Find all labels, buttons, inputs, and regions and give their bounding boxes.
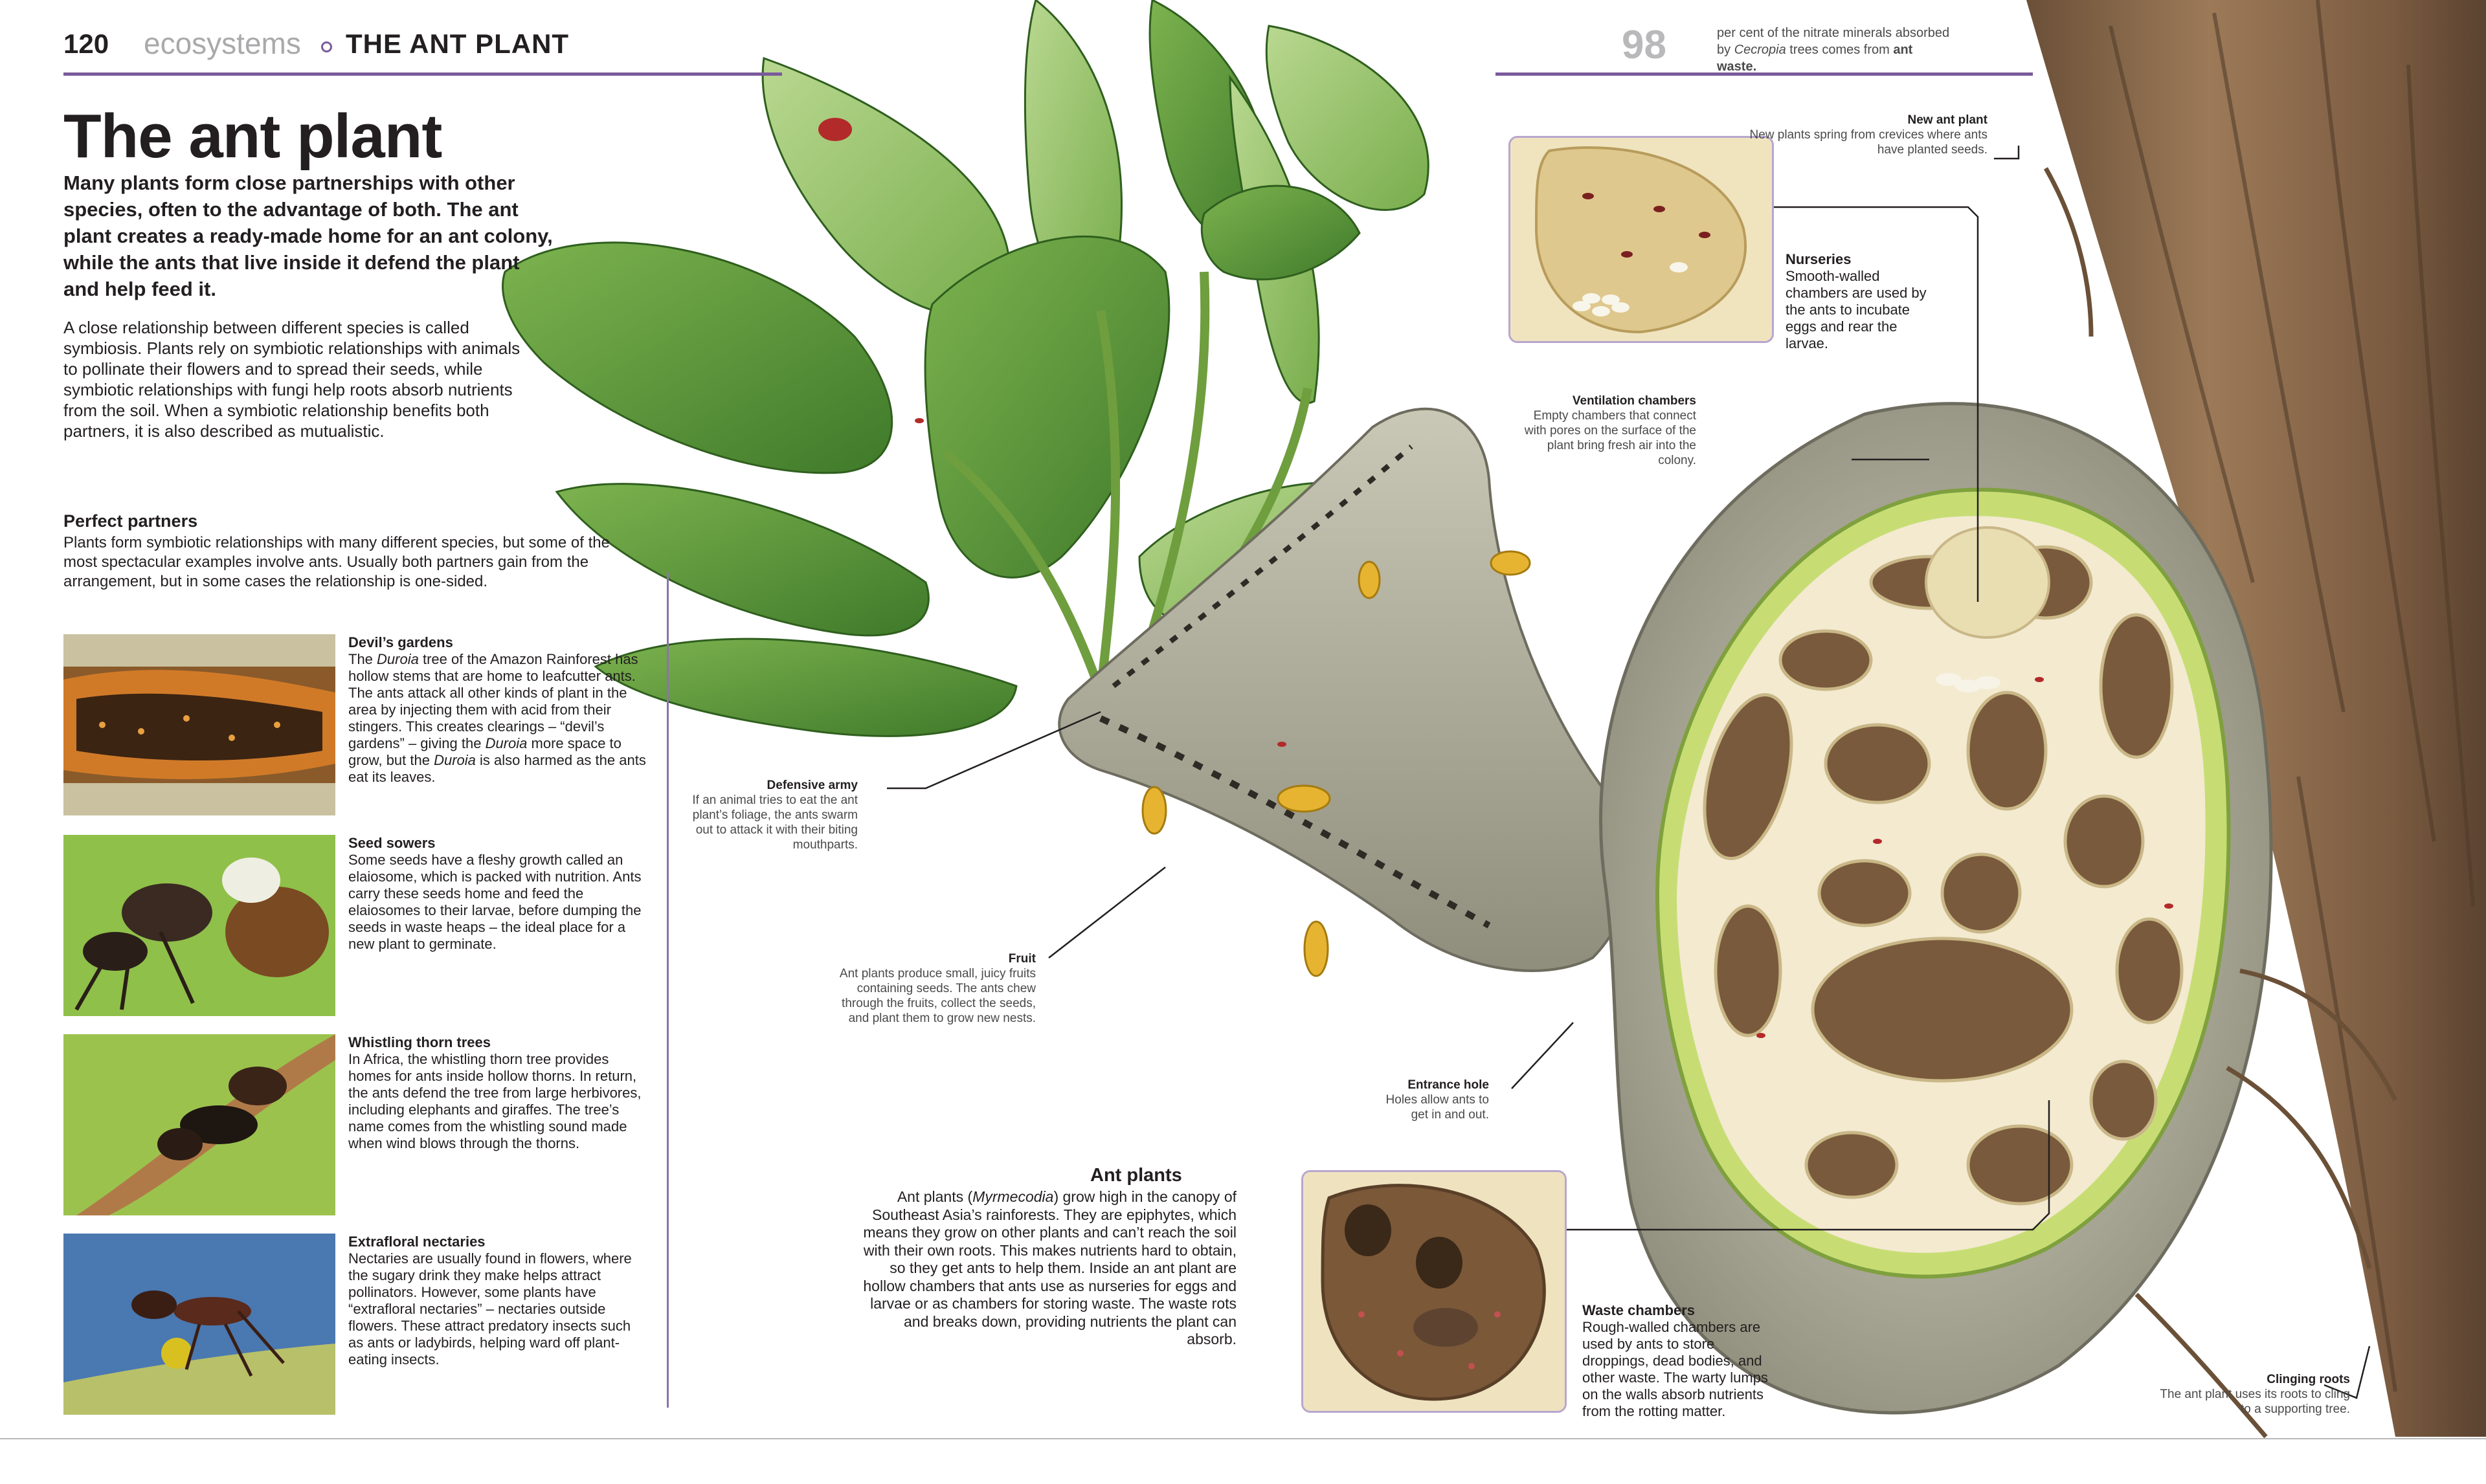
card-seed-sowers: Seed sowers Some seeds have a fleshy gro… [63, 835, 646, 1016]
card-whistling-thorn-trees: Whistling thorn trees In Africa, the whi… [63, 1034, 646, 1215]
callout-new-ant-plant: New ant plant New plants spring from cre… [1749, 113, 1988, 157]
callout-ventilation-chambers: Ventilation chambers Empty chambers that… [1524, 394, 1696, 467]
card-title: Extrafloral nectaries [348, 1234, 486, 1250]
card-text: Some seeds have a fleshy growth called a… [348, 852, 642, 952]
section-name: ecosystems [144, 27, 301, 60]
column-divider [667, 573, 669, 1408]
callout-nurseries: Nurseries Smooth-walled chambers are use… [1786, 251, 1927, 351]
devils-gardens-photo [63, 634, 335, 815]
page-title: The ant plant [63, 102, 442, 171]
whistling-thorn-photo [63, 1034, 335, 1215]
page-number: 120 [63, 28, 109, 59]
seed-sowers-photo [63, 835, 335, 1016]
intro-paragraph: Many plants form close partnerships with… [63, 172, 553, 300]
callout-clinging-roots: Clinging roots The ant plant uses its ro… [2160, 1373, 2350, 1416]
waste-chambers-inset-photo [1301, 1170, 1567, 1413]
card-text: In Africa, the whistling thorn tree prov… [348, 1051, 642, 1151]
page-bottom-rule [0, 1438, 2486, 1439]
card-devils-gardens: Devil’s gardens The Duroia tree of the A… [63, 634, 646, 815]
body-paragraph: A close relationship between different s… [63, 318, 521, 441]
header-rule [63, 72, 782, 76]
card-extrafloral-nectaries: Extrafloral nectaries Nectaries are usua… [63, 1234, 646, 1415]
header-rule-right [1495, 72, 2033, 76]
extrafloral-nectaries-photo [63, 1234, 335, 1415]
header-bullet-icon [321, 41, 332, 52]
fact-number: 98 [1622, 23, 1666, 67]
leaves [502, 0, 1429, 737]
callout-entrance-hole: Entrance hole Holes allow ants to get in… [1385, 1078, 1489, 1122]
ant-plants-heading: Ant plants [1090, 1165, 1182, 1186]
card-title: Whistling thorn trees [348, 1034, 491, 1050]
callout-defensive-army: Defensive army If an animal tries to eat… [692, 779, 858, 852]
perfect-partners-heading: Perfect partners [63, 511, 198, 531]
callout-fruit: Fruit Ant plants produce small, juicy fr… [839, 952, 1036, 1025]
fact-text: per cent of the nitrate minerals absorbe… [1717, 26, 1950, 74]
card-text: The Duroia tree of the Amazon Rainforest… [348, 651, 646, 785]
ant-plants-text: Ant plants (Myrmecodia) grow high in the… [863, 1188, 1237, 1347]
card-text: Nectaries are usually found in flowers, … [348, 1250, 632, 1368]
card-title: Devil’s gardens [348, 634, 453, 650]
perfect-partners-text: Plants form symbiotic relationships with… [63, 534, 610, 590]
card-title: Seed sowers [348, 835, 436, 851]
callout-waste-chambers: Waste chambers Rough-walled chambers are… [1582, 1302, 1768, 1419]
nurseries-inset-photo [1508, 136, 1774, 343]
chapter-title: THE ANT PLANT [346, 28, 570, 59]
